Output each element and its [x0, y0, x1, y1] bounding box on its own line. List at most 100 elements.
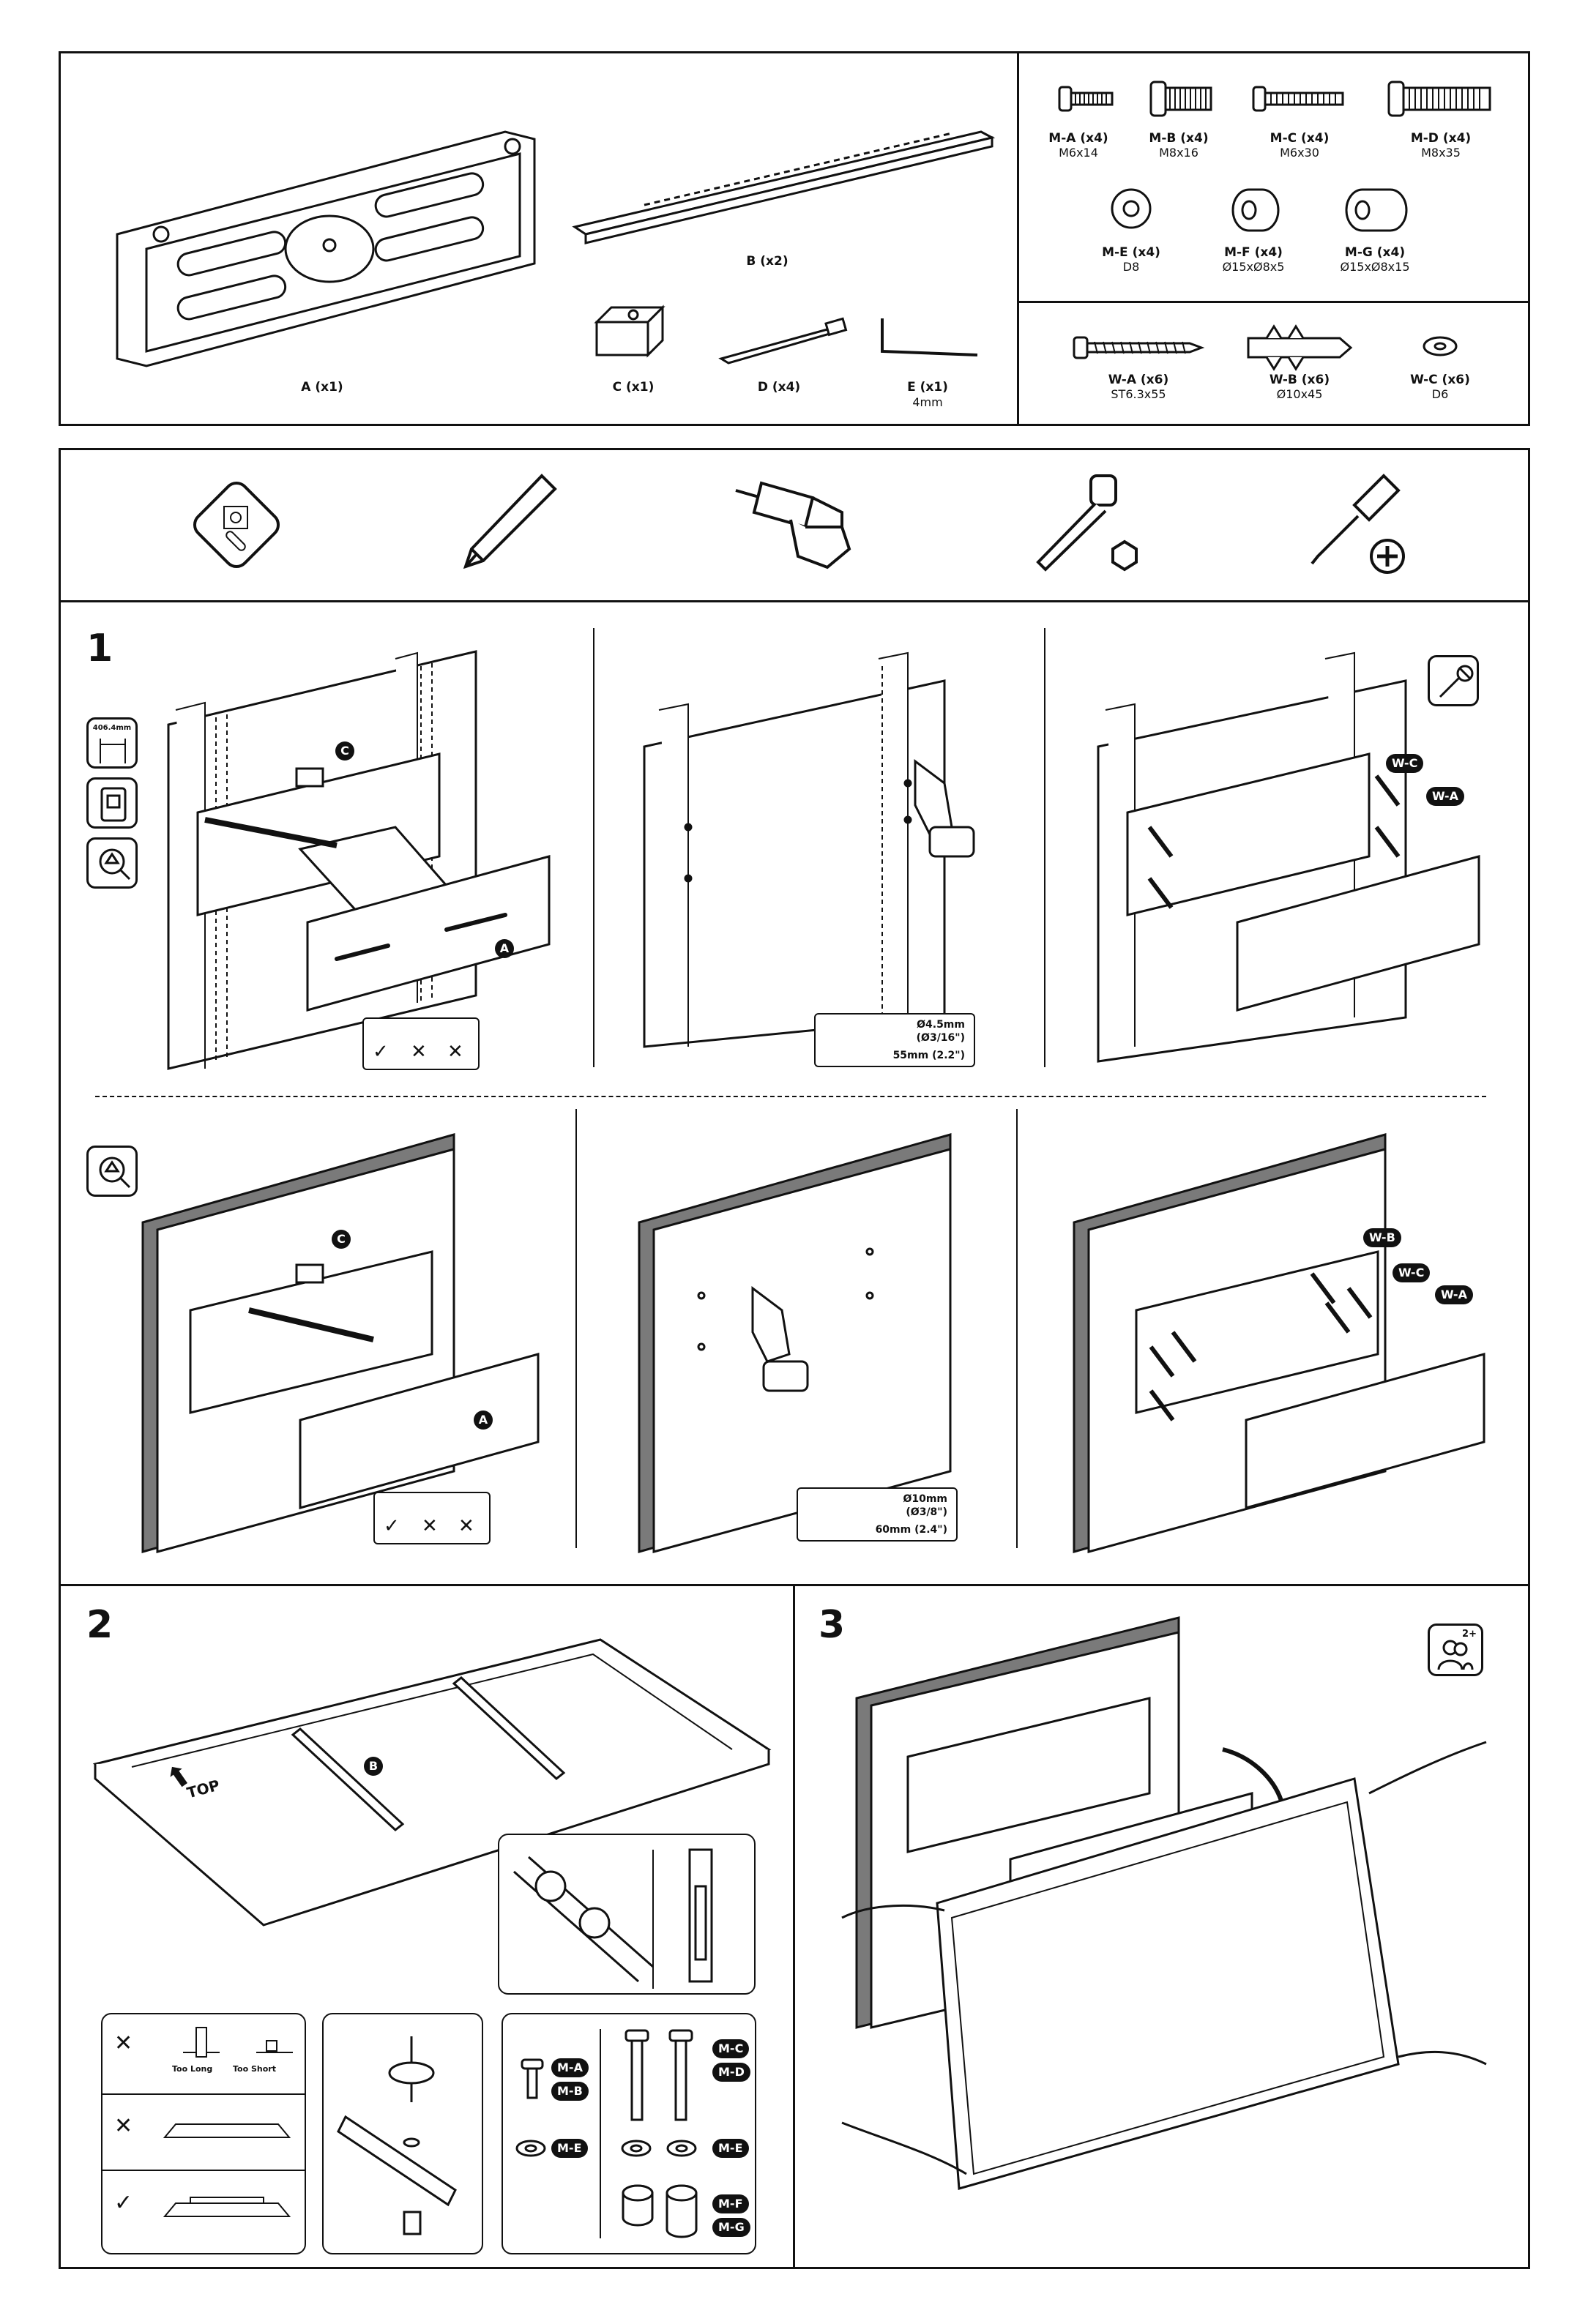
concrete-bracket-a-badge: A: [474, 1411, 493, 1430]
screw-m-b-label: M-B (x4): [1149, 131, 1209, 146]
screw-length-cross-2: ✕: [114, 2114, 133, 2138]
too-short-label: Too Short: [233, 2064, 276, 2074]
cable-tie-d-illustration: [718, 317, 848, 365]
washer-w-c-label: W-C (x6): [1410, 373, 1470, 387]
stud-finder-icon: [193, 481, 280, 569]
screw-m-b-icon: [1149, 81, 1212, 117]
anchor-w-b-size: Ø10x45: [1276, 387, 1323, 401]
short-screw-icon: [521, 2058, 544, 2099]
concrete-washer-w-c-badge: W-C: [1393, 1263, 1431, 1282]
step1-divider-4: [1016, 1109, 1018, 1548]
concrete-drill-diameter-in: (Ø3/8"): [906, 1506, 947, 1518]
screw-m-d-label: M-D (x4): [1410, 131, 1472, 146]
too-long-label: Too Long: [172, 2064, 213, 2074]
mg-badge: M-G: [712, 2218, 750, 2237]
concrete-spacer-c-badge: C: [332, 1230, 351, 1249]
spacer-c-badge: C: [335, 741, 354, 761]
spacer-m-g-icon: [1345, 188, 1408, 232]
wall-screw-w-a-size: ST6.3x55: [1111, 387, 1166, 401]
washer-small-icon: [515, 2140, 546, 2157]
rail-screw-detail-illustration: [513, 1848, 713, 1989]
concrete-screw-w-a-badge: W-A: [1435, 1285, 1473, 1304]
wood-drill-diameter: Ø4.5mm: [917, 1019, 965, 1031]
washer-m-e-size: D8: [1122, 260, 1140, 274]
hex-key-e-illustration: [881, 318, 978, 356]
anchor-prohibited-icon: [1439, 665, 1474, 698]
level-check-wrong-1: ✕: [411, 1041, 427, 1063]
wood-wall-fasten-illustration: [1097, 651, 1480, 1063]
wall-screw-w-a-label: W-A (x6): [1108, 373, 1169, 387]
rail-b-illustration: [572, 130, 996, 244]
screw-selection-divider: [600, 2029, 601, 2238]
tv-flush-correct-icon: [163, 2197, 291, 2217]
concrete-level-check-wrong-2: ✕: [458, 1515, 474, 1537]
rail-b-badge: B: [364, 1757, 383, 1776]
bracket-a-badge: A: [495, 939, 514, 958]
step1-divider-2: [1044, 628, 1045, 1067]
screw-length-check-box: ✕ Too Long Too Short ✕ ✓: [101, 2013, 306, 2254]
tools-divider: [59, 600, 1530, 602]
wood-wall-drill-illustration: [643, 651, 975, 1048]
spacers-pair-icon: [622, 2184, 698, 2238]
washer-w-c-badge: W-C: [1386, 754, 1424, 773]
tv-flush-wrong-icon: [163, 2123, 291, 2138]
concrete-level-check-wrong-1: ✕: [422, 1515, 438, 1537]
concrete-drill-diameter: Ø10mm: [903, 1493, 947, 1505]
concrete-level-check-callout: ✓ ✕ ✕: [373, 1492, 491, 1544]
wood-concrete-divider: [95, 1096, 1486, 1097]
screw-length-check: ✓: [114, 2191, 133, 2215]
screw-m-a-size: M6x14: [1059, 146, 1098, 160]
spacer-m-f-icon: [1231, 188, 1280, 232]
wood-screw-w-a-badge: W-A: [1426, 787, 1464, 806]
stud-spacing-value: 406.4mm: [92, 724, 132, 732]
part-b-label: B (x2): [746, 254, 788, 269]
screw-selection-box: M-A M-B M-E M-C M-D M-E M-F M-G: [502, 2013, 756, 2254]
no-anchor-icon: [1428, 655, 1479, 706]
level-check-callout: ✓ ✕ ✕: [362, 1017, 480, 1070]
screw-m-c-icon: [1252, 86, 1344, 112]
step1-divider-3: [575, 1109, 577, 1548]
anchor-w-b-icon: [1247, 324, 1353, 371]
part-e-size: 4mm: [912, 395, 943, 409]
me-badge-2: M-E: [712, 2139, 749, 2158]
wood-wall-mark-illustration: [167, 650, 551, 1070]
concrete-drill-depth: 60mm (2.4"): [875, 1524, 947, 1536]
tv-back-rails-illustration: [92, 1638, 772, 1927]
wall-plate-a-illustration: [116, 130, 536, 367]
screw-m-b-size: M8x16: [1159, 146, 1198, 160]
screw-length-examples-icon: [183, 2027, 293, 2058]
screw-m-a-label: M-A (x4): [1048, 131, 1108, 146]
mf-badge: M-F: [712, 2194, 749, 2213]
level-check-wrong-2: ✕: [447, 1041, 463, 1063]
washer-w-c-icon: [1423, 336, 1458, 356]
spacer-c-illustration: [594, 304, 666, 358]
stud-finder-hint-icon: [86, 777, 138, 829]
stud-spacing-arrows-icon: [100, 739, 126, 763]
spacer-m-f-label: M-F (x4): [1224, 245, 1283, 260]
step-3-number: 3: [819, 1603, 846, 1647]
magnifier-concrete-icon: [99, 1157, 131, 1189]
md-badge: M-D: [712, 2063, 750, 2082]
concrete-anchor-w-b-badge: W-B: [1363, 1228, 1401, 1247]
inspect-icon: [86, 837, 138, 889]
screw-m-c-size: M6x30: [1280, 146, 1319, 160]
anchor-w-b-label: W-B (x6): [1269, 373, 1330, 387]
part-d-label: D (x4): [757, 380, 801, 395]
me-badge-1: M-E: [551, 2139, 588, 2158]
washer-m-e-icon: [1111, 188, 1152, 229]
tighten-screw-illustration: [337, 2036, 457, 2235]
wood-drill-callout: Ø4.5mm (Ø3/16") 55mm (2.2"): [814, 1013, 975, 1067]
pencil-icon: [463, 474, 557, 569]
rail-detail-inset: [498, 1834, 756, 1995]
stud-spacing-icon: 406.4mm: [86, 717, 138, 769]
part-a-label: A (x1): [301, 380, 343, 395]
spacer-m-f-size: Ø15xØ8x5: [1222, 260, 1285, 274]
washers-pair-icon: [621, 2140, 697, 2157]
screw-m-d-icon: [1387, 81, 1491, 117]
washer-w-c-size: D6: [1431, 387, 1449, 401]
two-person-icon: 2+: [1428, 1624, 1483, 1676]
ma-badge: M-A: [551, 2058, 589, 2077]
screw-m-c-label: M-C (x4): [1270, 131, 1330, 146]
concrete-wall-drill-illustration: [638, 1133, 952, 1553]
divider-b: [102, 2170, 305, 2171]
